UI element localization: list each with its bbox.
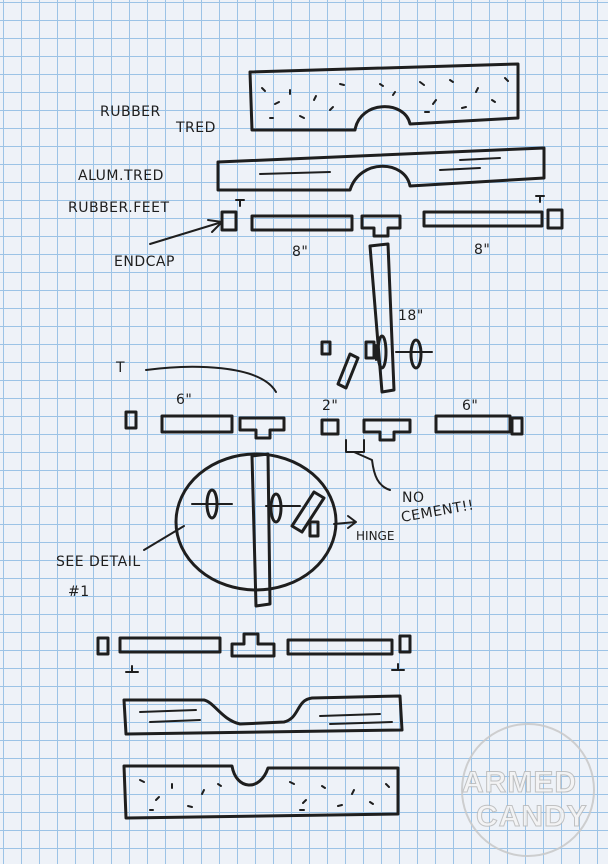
label-length-2: 2": [322, 398, 338, 414]
label-see-detail: SEE DETAIL: [56, 554, 141, 570]
watermark-line1: ARMED: [462, 766, 577, 799]
rubber-tread-top: [248, 62, 520, 132]
t-label-leader: [145, 365, 277, 393]
label-hinge: HINGE: [356, 529, 394, 543]
top-rail-row: [220, 195, 564, 238]
label-rubber-tred-line2: TRED: [175, 120, 216, 136]
label-length-6-left: 6": [176, 392, 192, 408]
label-detail-number: #1: [68, 584, 90, 600]
label-t: T: [115, 360, 125, 376]
label-alum-tred: ALUM.TRED: [78, 168, 164, 184]
detail-circle: [174, 452, 357, 608]
see-detail-leader: [143, 525, 185, 551]
label-length-8-right: 8": [474, 242, 490, 258]
vertical-post-18: [320, 242, 433, 394]
middle-rail-row: [124, 410, 524, 442]
bottom-rail-row: [96, 632, 412, 673]
watermark-line2: CANDY: [476, 800, 588, 833]
label-endcap: ENDCAP: [114, 254, 175, 270]
aluminum-tread-top: [216, 146, 546, 192]
aluminum-tread-bottom: [122, 694, 404, 736]
label-rubber-feet: RUBBER.FEET: [68, 200, 170, 216]
armed-candy-watermark: ARMED CANDY: [461, 723, 595, 857]
label-length-8-left: 8": [292, 244, 308, 260]
label-no: NO: [402, 490, 425, 506]
label-length-6-right: 6": [462, 398, 478, 414]
endcap-arrow: [149, 219, 223, 245]
label-length-18: 18": [398, 308, 424, 324]
rubber-tread-bottom: [122, 764, 400, 820]
label-rubber-tred-line1: RUBBER: [100, 104, 161, 120]
no-cement-pointer: [345, 439, 391, 491]
